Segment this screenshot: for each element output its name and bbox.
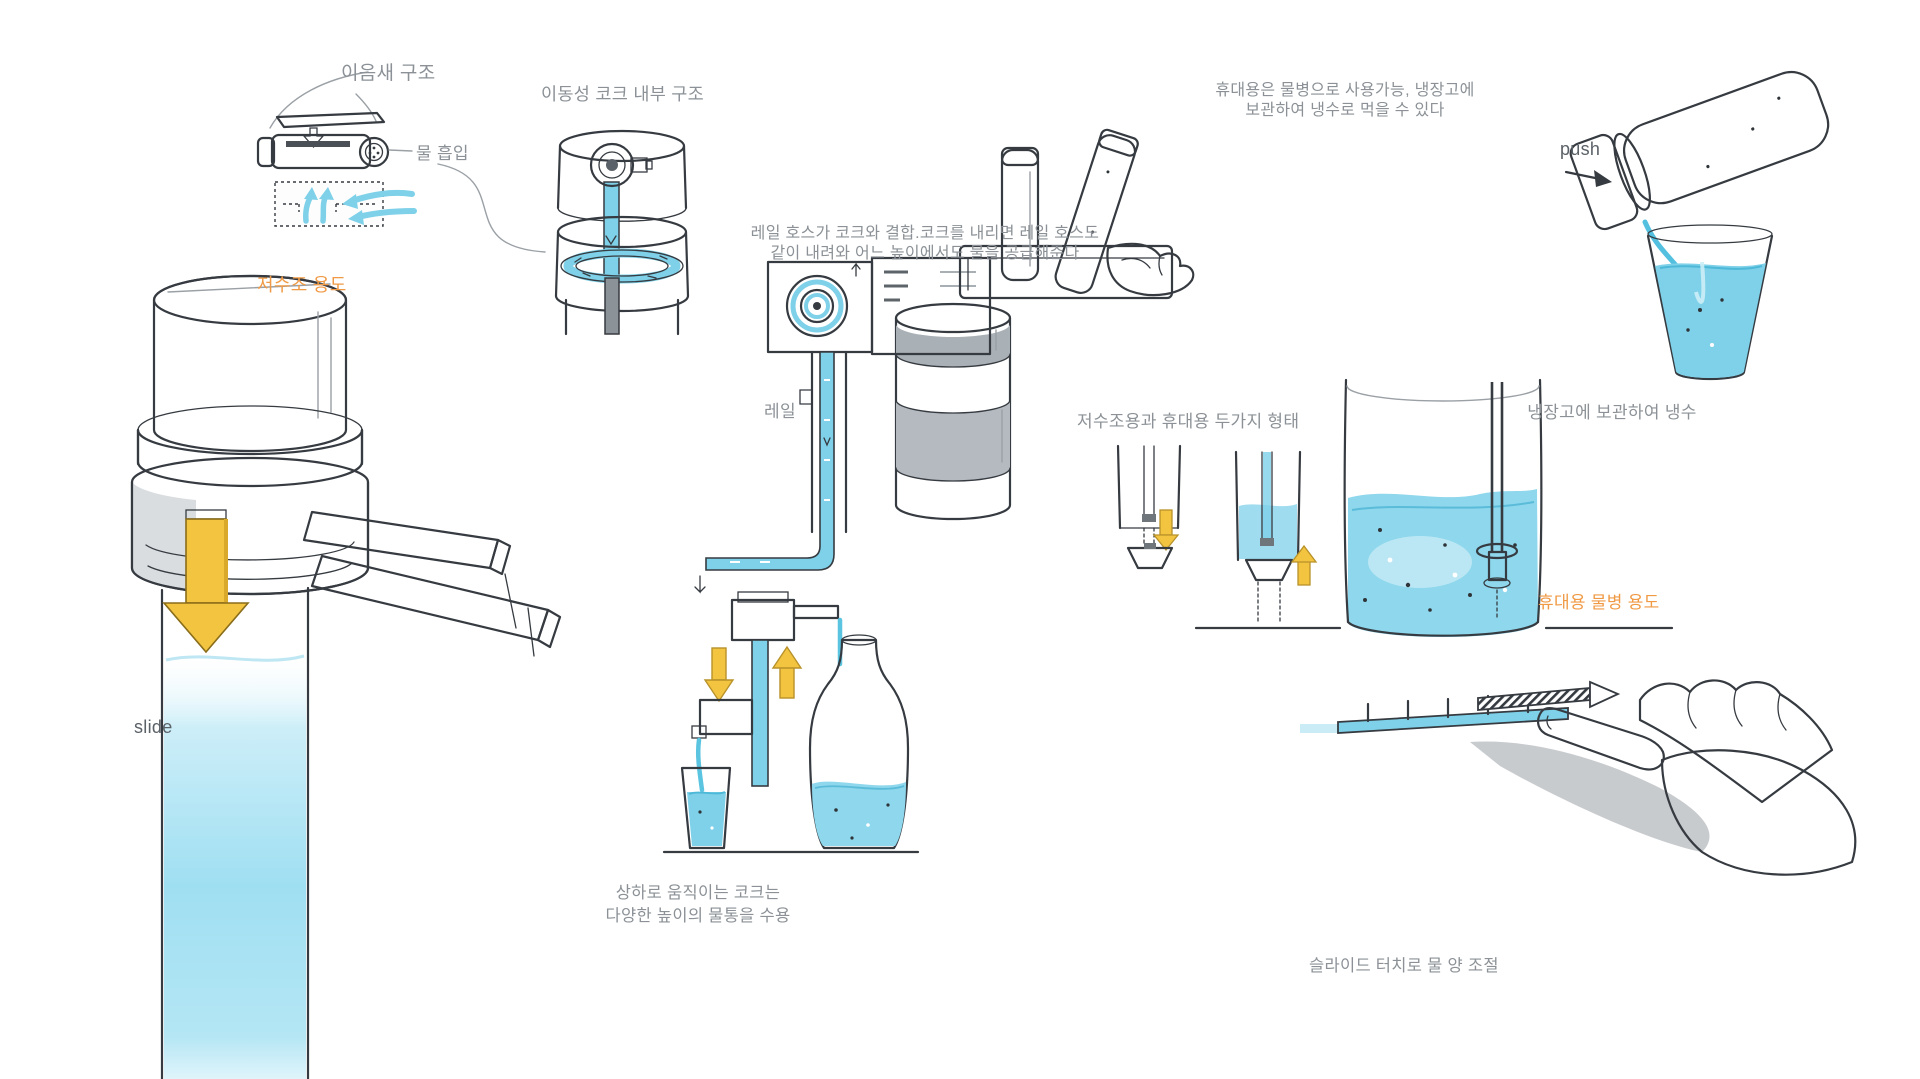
- cock-height-desc-label: 상하로 움직이는 코크는 다양한 높이의 물통을 수용: [605, 884, 791, 925]
- slide-label: slide: [134, 717, 173, 737]
- portable-bottle-use-label: 휴대용 물병 용도: [1538, 593, 1660, 612]
- bottle-bottom-diagrams: [1116, 444, 1674, 630]
- slider-touch-sketch: [1300, 679, 1857, 876]
- adjustable-cock-sketch: [662, 591, 920, 854]
- rail-mechanism-sketch: [694, 256, 1012, 594]
- joint-structure-label: 이음새 구조: [341, 63, 436, 84]
- reservoir-use-label: 저수조 용도: [257, 275, 347, 295]
- movable-cock-sketch: [554, 129, 690, 336]
- fridge-cold-label: 냉장고에 보관하여 냉수: [1527, 403, 1697, 422]
- movable-cock-label: 이동성 코크 내부 구조: [541, 84, 705, 104]
- two-types-label: 저수조용과 휴대용 두가지 형태: [1077, 412, 1300, 431]
- rail-hose-desc-label: 레일 호스가 코크와 결합.코크를 내리면 레일 호스도 같이 내려와 어느 높…: [750, 225, 1100, 262]
- push-pour-sketch: [1564, 70, 1830, 381]
- reservoir-dispenser-sketch: [130, 274, 562, 1079]
- portable-bottle-desc-label: 휴대용은 물병으로 사용가능, 냉장고에 보관하여 냉수로 먹을 수 있다: [1215, 82, 1475, 119]
- portable-bottle-sketch: [1343, 378, 1543, 638]
- rail-label: 레일: [764, 402, 796, 421]
- slide-touch-label: 슬라이드 터치로 물 양 조절: [1309, 957, 1499, 975]
- push-label: push: [1560, 139, 1601, 159]
- water-intake-label: 물 흡입: [416, 144, 469, 163]
- bottle-rack-sketch: [958, 128, 1195, 300]
- joint-structure-sketch: [256, 71, 546, 253]
